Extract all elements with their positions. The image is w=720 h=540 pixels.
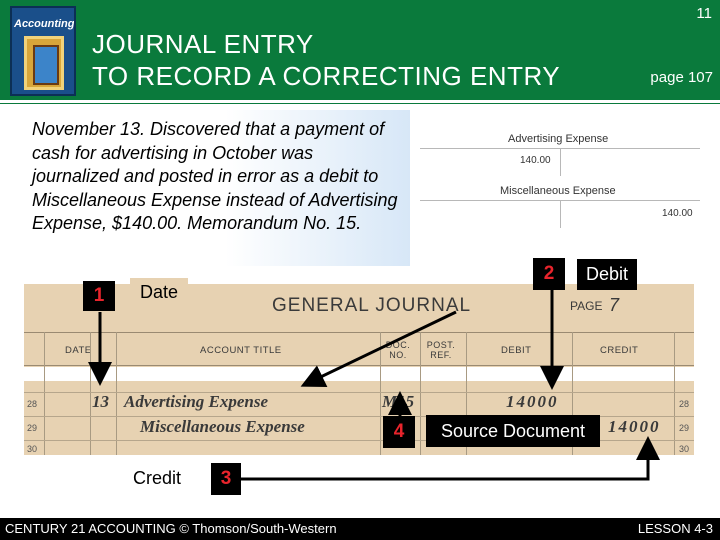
callout-date-label: Date (130, 278, 188, 306)
callout-source-document-label: Source Document (426, 415, 600, 447)
t-account-credit: 140.00 (662, 208, 693, 219)
journal-row-gap (24, 367, 694, 381)
footer-lesson: LESSON 4-3 (637, 521, 713, 536)
accounting-book-logo: Accounting (10, 6, 76, 96)
journal-line-number: 29 (27, 423, 38, 433)
page-reference: page 107 (650, 69, 713, 86)
column-header-credit: CREDIT (600, 345, 639, 356)
journal-entry-account: Advertising Expense (124, 392, 269, 411)
book-cover-image (24, 36, 64, 90)
journal-page-number: 7 (609, 295, 620, 315)
footer-publisher: CENTURY 21 ACCOUNTING © Thomson/South-We… (5, 521, 337, 536)
callout-step-3-number: 3 (211, 463, 241, 495)
column-header-account-title: ACCOUNT TITLE (200, 345, 282, 356)
journal-column-line (44, 332, 45, 455)
callout-step-2-number: 2 (533, 258, 565, 290)
journal-line-number: 30 (27, 444, 38, 454)
header-divider (0, 100, 720, 103)
t-accounts: Advertising Expense 140.00 Miscellaneous… (420, 128, 700, 228)
column-header-debit: DEBIT (501, 345, 532, 356)
journal-line-number: 28 (679, 399, 690, 409)
t-account-name: Advertising Expense (508, 133, 609, 145)
t-account-debit: 140.00 (520, 155, 551, 166)
slide-title-line2: TO RECORD A CORRECTING ENTRY (92, 61, 561, 91)
journal-column-line (572, 332, 573, 455)
callout-step-1-number: 1 (83, 281, 115, 311)
column-header-doc-no: DOC. NO. (385, 340, 411, 360)
slide-title-line1: JOURNAL ENTRY (92, 29, 314, 59)
callout-debit-label: Debit (577, 259, 637, 290)
t-account-divider (560, 200, 561, 228)
slide-title: JOURNAL ENTRY TO RECORD A CORRECTING ENT… (92, 28, 560, 92)
journal-column-line (466, 332, 467, 455)
journal-entry-debit: 14000 (506, 392, 559, 411)
journal-page-label: PAGE (570, 299, 603, 313)
slide-footer (0, 518, 720, 540)
journal-line-number: 29 (679, 423, 690, 433)
journal-entry-doc: M15 (382, 392, 415, 411)
journal-column-line (116, 332, 117, 455)
journal-header-row (24, 332, 694, 366)
journal-column-line (380, 332, 381, 455)
callout-credit-label: Credit (118, 461, 196, 495)
column-header-post-ref: POST. REF. (426, 340, 456, 360)
journal-entry-credit: 14000 (608, 417, 661, 436)
journal-column-line (420, 332, 421, 455)
journal-row-line (24, 392, 694, 393)
journal-row-line (24, 416, 694, 417)
book-brand-text: Accounting (14, 18, 75, 30)
journal-entry-account: Miscellaneous Expense (140, 417, 305, 436)
journal-entry-date: 13 (92, 392, 109, 411)
journal-column-line (90, 332, 91, 455)
slide-header: Accounting (0, 0, 720, 104)
callout-step-4-number: 4 (383, 416, 415, 448)
slide-number: 11 (696, 5, 712, 22)
journal-line-number: 28 (27, 399, 38, 409)
t-account-name: Miscellaneous Expense (500, 185, 616, 197)
journal-column-line (674, 332, 675, 455)
journal-line-number: 30 (679, 444, 690, 454)
transaction-description: November 13. Discovered that a payment o… (32, 119, 398, 233)
intro-background (0, 110, 410, 266)
column-header-date: DATE (65, 345, 92, 356)
journal-title: GENERAL JOURNAL (272, 295, 472, 316)
journal-row-line (24, 440, 694, 441)
t-account-divider (560, 148, 561, 176)
